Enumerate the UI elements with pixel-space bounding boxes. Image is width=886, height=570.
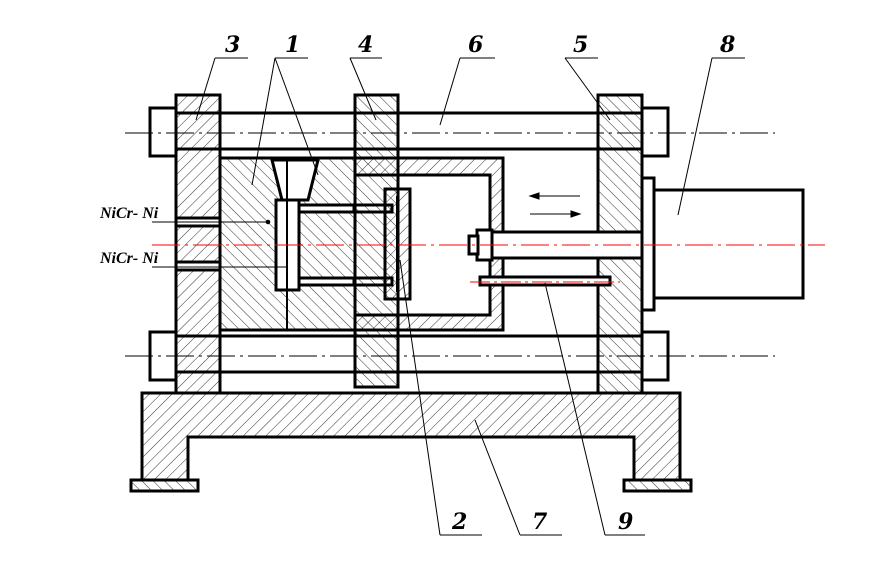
leader-lines [152,57,745,536]
cylinder-8 [640,176,805,312]
motion-arrows [528,192,582,218]
thermocouple-label-top: NiCr- Ni [99,205,159,222]
centerlines [125,132,775,357]
base-frame-7 [140,391,682,482]
label-7: 7 [532,509,548,535]
label-1: 1 [285,32,300,58]
label-9: 9 [618,509,633,535]
plate-4 [353,93,400,389]
foot-right [622,478,693,493]
label-6: 6 [468,32,483,58]
thermocouple-hole-bottom [174,260,222,272]
plate-3 [174,93,222,395]
label-4: 4 [358,32,373,58]
thermocouple-label-bottom: NiCr- Ni [99,250,159,267]
label-3: 3 [225,32,240,58]
tie-rod-top [148,106,670,158]
label-8: 8 [719,32,735,58]
foot-left [129,478,200,493]
mold-block-1 [218,156,357,332]
label-2: 2 [451,509,467,535]
label-5: 5 [573,32,588,58]
